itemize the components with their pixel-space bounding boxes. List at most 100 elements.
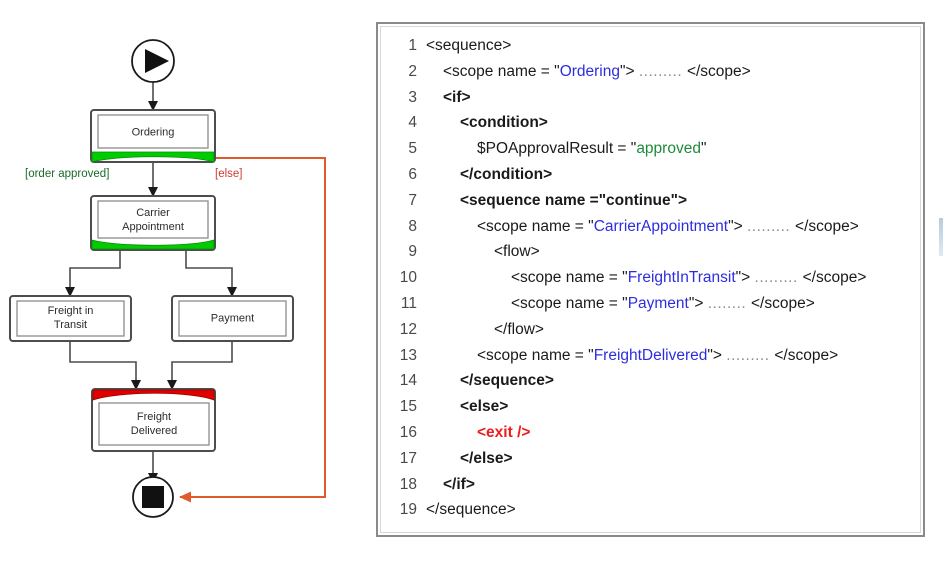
play-triangle-icon: [145, 49, 169, 73]
code-token: <sequence>: [426, 37, 512, 54]
activity-carrier-appointment[interactable]: Carrier Appointment: [90, 195, 216, 251]
activity-label-line1: Freight: [137, 411, 171, 423]
code-token: <exit />: [477, 423, 531, 441]
code-token: ": [735, 269, 742, 287]
activity-freight-in-transit[interactable]: Freight in Transit: [9, 295, 132, 342]
start-node[interactable]: [131, 39, 175, 83]
activity-label-line1: Carrier: [136, 207, 170, 219]
end-node[interactable]: [132, 476, 174, 518]
code-token: >: [694, 294, 708, 312]
line-number: 14: [399, 372, 417, 390]
code-token: <condition>: [460, 114, 548, 132]
code-token: <scope name =: [477, 346, 589, 364]
code-token: approved: [636, 140, 701, 158]
code-line-text: <condition>: [426, 110, 548, 136]
code-token: ": [707, 346, 713, 364]
code-token: ": [622, 294, 628, 312]
code-token: <scope name =: [511, 269, 623, 287]
code-line-text: <scope name = "FreightDelivered"> ......…: [426, 343, 838, 369]
code-token: </condition>: [460, 165, 553, 183]
stop-square-icon: [142, 486, 164, 508]
connectors: [65, 82, 237, 483]
code-line-text: <sequence>: [426, 33, 511, 59]
activity-label: Ordering: [132, 126, 175, 138]
line-number: 16: [399, 423, 417, 441]
line-number: 2: [408, 62, 417, 80]
line-number: 1: [408, 37, 417, 54]
code-line: 13 <scope name = "FreightDelivered"> ....…: [385, 343, 916, 369]
code-token: </if>: [443, 475, 475, 493]
line-number: 17: [399, 449, 417, 467]
code-line: 17 </else>: [385, 446, 916, 472]
code-token: <scope name =: [443, 62, 555, 80]
code-token: <scope name =: [477, 217, 589, 235]
code-line: 4 <condition>: [385, 110, 916, 136]
green-marker-carrier: [91, 239, 215, 250]
line-number: 8: [408, 217, 417, 235]
activity-label-line2: Transit: [54, 319, 87, 331]
code-line: 6 </condition>: [385, 162, 916, 188]
code-token: FreightInTransit: [627, 269, 736, 287]
code-token: </scope>: [686, 62, 751, 80]
code-token: >: [741, 269, 755, 287]
code-line-text: <else>: [426, 394, 508, 420]
code-token: </scope>: [802, 269, 867, 287]
code-token: </scope>: [751, 294, 815, 312]
code-line-text: <scope name = "Payment"> ........ </scop…: [426, 291, 815, 317]
edge-label-order-approved: [order approved]: [25, 168, 109, 180]
code-token: Ordering: [559, 62, 620, 80]
activity-label-line2: Delivered: [131, 425, 177, 437]
code-line-text: <if>: [426, 85, 471, 111]
code-line-text: </condition>: [426, 162, 552, 188]
code-line-text: </else>: [426, 446, 513, 472]
code-token: </else>: [460, 449, 513, 467]
code-line: 18 </if>: [385, 472, 916, 498]
code-line-text: </flow>: [426, 317, 544, 343]
code-token: </sequence>: [460, 372, 554, 390]
code-token: .........: [726, 346, 775, 364]
line-number: 12: [399, 320, 417, 338]
code-token: .........: [746, 217, 796, 235]
code-token: ": [630, 140, 637, 158]
line-number: 11: [400, 294, 417, 312]
activity-freight-delivered[interactable]: Freight Delivered: [91, 388, 216, 452]
code-panel: 1<sequence>2<scope name = "Ordering"> ..…: [376, 22, 925, 537]
line-number: 18: [399, 475, 417, 493]
line-number: 4: [408, 114, 417, 132]
code-token: ": [588, 346, 594, 364]
activity-payment[interactable]: Payment: [171, 295, 294, 342]
code-line: 3<if>: [385, 85, 916, 111]
line-number: 13: [399, 346, 417, 364]
code-token: </scope>: [774, 346, 839, 364]
code-token: CarrierAppointment: [593, 217, 729, 235]
code-line-text: <flow>: [426, 239, 540, 265]
code-line-text: </sequence>: [426, 497, 516, 523]
code-token: <sequence name ="continue">: [460, 191, 688, 209]
code-line: 10<scope name = "FreightInTransit"> ....…: [385, 265, 916, 291]
code-line: 9 <flow>: [385, 239, 916, 265]
code-line-text: </if>: [426, 472, 475, 498]
code-token: >: [625, 62, 639, 80]
right-edge-sliver: [939, 218, 943, 256]
code-line-text: <exit />: [426, 420, 530, 446]
red-marker-freight-delivered: [92, 389, 215, 401]
code-line: 15<else>: [385, 394, 916, 420]
code-line: 2<scope name = "Ordering"> ......... </s…: [385, 59, 916, 85]
activity-label-line2: Appointment: [122, 221, 184, 233]
code-line: 5$POApprovalResult = "approved": [385, 136, 916, 162]
activity-ordering[interactable]: Ordering: [90, 109, 216, 163]
code-line-text: <sequence name ="continue">: [426, 188, 687, 214]
code-token: .........: [754, 269, 803, 287]
code-token: <scope name =: [511, 294, 623, 312]
code-token: ": [622, 269, 628, 287]
code-token: .........: [638, 62, 687, 80]
code-line-text: <scope name = "CarrierAppointment"> ....…: [426, 214, 859, 240]
line-number: 9: [408, 243, 417, 261]
line-number: 6: [408, 165, 417, 183]
code-line: 7<sequence name ="continue">: [385, 188, 916, 214]
code-token: >: [712, 346, 727, 364]
line-number: 5: [408, 140, 417, 158]
activity-diagram: Ordering Carrier Appointment Freight in …: [0, 0, 370, 561]
code-line: 8 <scope name = "CarrierAppointment"> ...…: [385, 214, 916, 240]
